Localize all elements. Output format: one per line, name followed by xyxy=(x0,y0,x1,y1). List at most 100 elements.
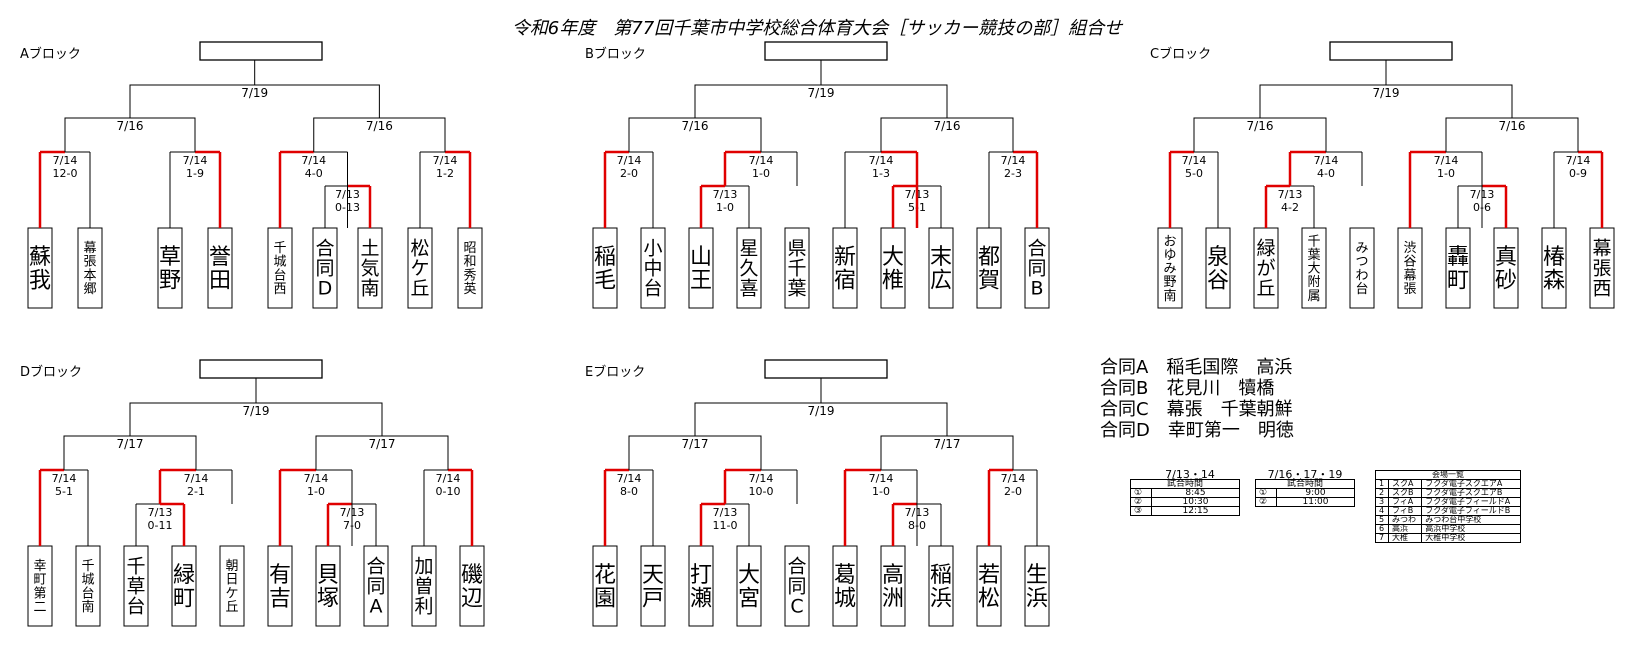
block-2-team-box xyxy=(1157,227,1183,309)
block-4-m3-score: 1-0 xyxy=(872,485,890,498)
block-4-team-name: 大宮 xyxy=(738,563,760,611)
block-3-team-name: 千草台 xyxy=(126,556,145,618)
block-4-semi-left-date: 7/17 xyxy=(682,437,709,451)
block-0-team-box xyxy=(357,227,383,309)
block-2-team-name: 千葉大附属 xyxy=(1307,234,1320,304)
block-1-team-box xyxy=(640,227,666,309)
block-0-m2-date: 7/14 xyxy=(183,154,208,167)
block-1-team-box xyxy=(784,227,810,309)
block-4-m4-score: 2-0 xyxy=(1004,485,1022,498)
block-3-m3-date: 7/14 xyxy=(304,472,329,485)
block-3-team-box xyxy=(27,545,53,627)
block-4-m2-score: 10-0 xyxy=(749,485,774,498)
block-1-team-box xyxy=(976,227,1002,309)
block-3-team-name: 有吉 xyxy=(269,563,291,611)
block-1-m4-score: 2-3 xyxy=(1004,167,1022,180)
block-2-team-name: 緑が丘 xyxy=(1256,238,1275,300)
block-4-label: Eブロック xyxy=(585,364,645,380)
block-1-team-box xyxy=(736,227,762,309)
block-3-team-box xyxy=(459,545,485,627)
block-1-semi-right-date: 7/16 xyxy=(934,119,961,133)
block-2-m3-score: 1-0 xyxy=(1437,167,1455,180)
block-0-team-name: 千城台西 xyxy=(273,241,286,297)
block-4-m1-date: 7/14 xyxy=(617,472,642,485)
block-3-m2p-date: 7/13 xyxy=(148,506,173,519)
block-1-team-box xyxy=(880,227,906,309)
block-2-team-box xyxy=(1589,227,1615,309)
schedule-time: 12:15 xyxy=(1151,506,1240,516)
block-4-team-box xyxy=(640,545,666,627)
block-4-m3-date: 7/14 xyxy=(869,472,894,485)
block-3-team-name: 朝日ケ丘 xyxy=(225,559,238,615)
schedule-slot: ② xyxy=(1255,497,1277,507)
block-2-m2-date: 7/14 xyxy=(1314,154,1339,167)
block-0-m1-score: 12-0 xyxy=(53,167,78,180)
block-3-final-date: 7/19 xyxy=(243,404,270,418)
block-3-m2-date: 7/14 xyxy=(184,472,209,485)
block-4-team-box xyxy=(976,545,1002,627)
joint-team-c: 合同C 幕張 千葉朝鮮 xyxy=(1100,399,1293,420)
block-2-m4-score: 0-9 xyxy=(1569,167,1587,180)
block-0-team-box xyxy=(407,227,433,309)
block-3-team-name: 貝塚 xyxy=(317,563,339,611)
block-0-label: Aブロック xyxy=(20,46,81,62)
block-0-semi-right-date: 7/16 xyxy=(366,119,393,133)
block-1-team-name: 山王 xyxy=(690,245,712,293)
block-4-winner-box xyxy=(764,359,888,379)
block-2-team-name: おゆみ野南 xyxy=(1163,234,1176,304)
block-1-team-name: 新宿 xyxy=(834,245,856,293)
schedule-1-caption: 7/13・14 xyxy=(1165,468,1215,481)
venue-no: 7 xyxy=(1375,533,1389,543)
block-0-m2-score: 1-9 xyxy=(186,167,204,180)
block-3-m1-date: 7/14 xyxy=(52,472,77,485)
block-2-m4-date: 7/14 xyxy=(1566,154,1591,167)
block-3-team-name: 千城台南 xyxy=(81,559,94,615)
block-3-team-box xyxy=(363,545,389,627)
block-1-winner-box xyxy=(764,41,888,61)
block-0-team-name: 幕張本郷 xyxy=(83,241,96,297)
block-1-semi-left-date: 7/16 xyxy=(682,119,709,133)
block-0-team-name: 松ケ丘 xyxy=(410,238,429,300)
block-1-label: Bブロック xyxy=(585,46,646,62)
block-0-team-name: 草野 xyxy=(159,245,181,293)
block-3-label: Dブロック xyxy=(20,364,82,380)
block-2-label: Cブロック xyxy=(1150,46,1211,62)
block-4-m2p-score: 11-0 xyxy=(713,519,738,532)
joint-team-d: 合同D 幸町第一 明徳 xyxy=(1100,420,1294,441)
block-3-m2-score: 2-1 xyxy=(187,485,205,498)
block-4-team-name: 若松 xyxy=(978,563,1000,611)
joint-team-b: 合同B 花見川 犢橋 xyxy=(1100,378,1275,399)
block-0-m4-score: 1-2 xyxy=(436,167,454,180)
block-1-m2-score: 1-0 xyxy=(752,167,770,180)
block-3-team-box xyxy=(411,545,437,627)
block-1-m2-date: 7/14 xyxy=(749,154,774,167)
block-1-m2p-date: 7/13 xyxy=(713,188,738,201)
block-1-team-name: 都賀 xyxy=(978,245,1000,293)
block-1-m3-date: 7/14 xyxy=(869,154,894,167)
block-3-m2p-score: 0-11 xyxy=(148,519,173,532)
block-0-team-name: 蘇我 xyxy=(29,245,51,293)
block-3-team-box xyxy=(219,545,245,627)
block-2-m1-score: 5-0 xyxy=(1185,167,1203,180)
block-1-team-name: 大椎 xyxy=(882,245,904,293)
block-1-m2p-score: 1-0 xyxy=(716,201,734,214)
block-2-team-name: 幕張西 xyxy=(1592,238,1611,300)
schedule-2-caption: 7/16・17・19 xyxy=(1267,468,1343,481)
block-2-team-box xyxy=(1253,227,1279,309)
venue-name: 大椎中学校 xyxy=(1421,533,1521,543)
block-3-winner-box xyxy=(199,359,323,379)
block-4-team-box xyxy=(784,545,810,627)
block-2-final-date: 7/19 xyxy=(1373,86,1400,100)
block-1-team-box xyxy=(592,227,618,309)
block-0-team-box xyxy=(157,227,183,309)
block-2-team-name: 椿森 xyxy=(1543,245,1565,293)
block-3-m4-score: 0-10 xyxy=(436,485,461,498)
block-4-team-box xyxy=(688,545,714,627)
block-0-m3-score: 4-0 xyxy=(305,167,323,180)
